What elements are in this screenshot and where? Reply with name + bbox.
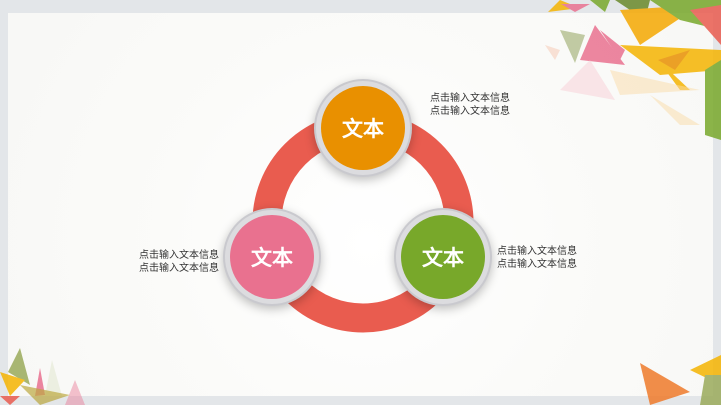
- desc-line: 点击输入文本信息: [139, 250, 219, 261]
- desc-line: 点击输入文本信息: [430, 106, 510, 117]
- desc-line: 点击输入文本信息: [497, 246, 577, 257]
- desc-line: 点击输入文本信息: [497, 259, 577, 270]
- node-top[interactable]: 文本: [321, 86, 405, 170]
- node-right[interactable]: 文本: [401, 215, 485, 299]
- node-label: 文本: [342, 117, 384, 141]
- node-left[interactable]: 文本: [230, 215, 314, 299]
- desc-line: 点击输入文本信息: [139, 263, 219, 274]
- desc-line: 点击输入文本信息: [430, 93, 510, 104]
- desc-left[interactable]: 点击输入文本信息 点击输入文本信息: [139, 249, 219, 275]
- node-label: 文本: [422, 246, 464, 270]
- desc-top[interactable]: 点击输入文本信息 点击输入文本信息: [430, 92, 510, 118]
- desc-right[interactable]: 点击输入文本信息 点击输入文本信息: [497, 245, 577, 271]
- node-label: 文本: [251, 246, 293, 270]
